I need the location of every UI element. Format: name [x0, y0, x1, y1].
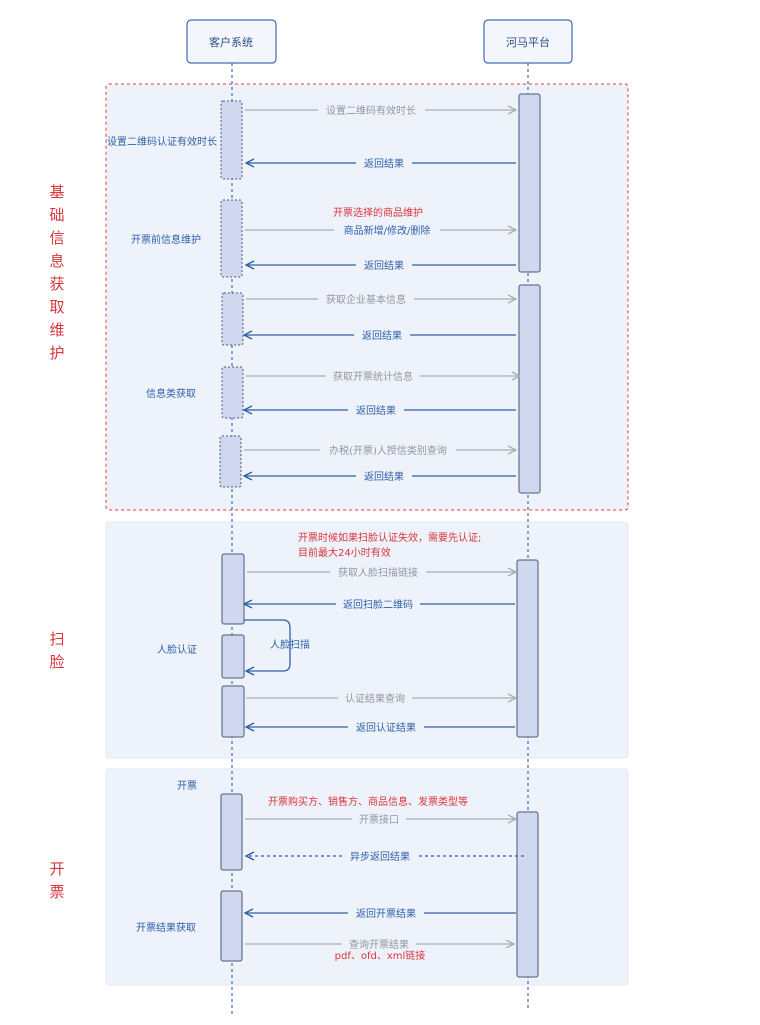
side-label-info-fetch: 信息类获取: [146, 387, 196, 400]
message-label-return-result: 返回结果: [364, 259, 404, 272]
activation-box: [220, 890, 243, 962]
activation-box: [516, 811, 539, 978]
activation-box: [221, 634, 245, 679]
note-face-auth-line2: 目前最大24小时有效: [298, 546, 391, 559]
svg-text:脸: 脸: [49, 653, 64, 671]
svg-text:维: 维: [49, 321, 64, 339]
message-label-invoice-api: 开票接口: [359, 813, 399, 826]
message-label-get-invoice-stats: 获取开票统计信息: [333, 370, 413, 383]
activation-box: [220, 793, 243, 871]
message-arrow-self-loop: [244, 619, 291, 671]
activation-box: [516, 559, 539, 738]
message-label-get-company-info: 获取企业基本信息: [326, 293, 406, 306]
section-title-face-scan: 扫 脸: [49, 630, 64, 671]
svg-text:票: 票: [49, 883, 64, 901]
message-label-return-invoice-result: 返回开票结果: [356, 907, 416, 920]
activation-box: [220, 199, 243, 278]
message-label-face-scan: 人脸扫描: [270, 638, 310, 651]
actor-hema-platform: 河马平台: [483, 19, 573, 64]
note-face-auth-line1: 开票时候如果扫脸认证失效，需要先认证;: [298, 531, 481, 544]
activation-box: [518, 284, 541, 494]
note-goods-maintenance: 开票选择的商品维护: [333, 206, 423, 219]
svg-text:获: 获: [49, 275, 64, 293]
message-label-return-face-qr: 返回扫脸二维码: [343, 598, 413, 611]
side-label-face-auth: 人脸认证: [157, 643, 197, 656]
activation-box: [221, 685, 245, 738]
message-label-taxpayer-credit-query: 办税(开票)人授信类别查询: [329, 444, 447, 457]
activation-box: [221, 292, 244, 346]
svg-text:息: 息: [49, 252, 64, 270]
message-label-async-result: 异步返回结果: [350, 850, 410, 863]
message-label-goods-crud: 商品新增/修改/删除: [344, 224, 431, 237]
message-label-query-invoice-result: 查询开票结果: [349, 938, 409, 951]
platform-activations: [516, 93, 541, 978]
side-label-qr-duration: 设置二维码认证有效时长: [107, 135, 217, 148]
message-label-set-qr-duration: 设置二维码有效时长: [326, 104, 416, 117]
svg-text:开: 开: [49, 860, 64, 878]
message-label-return-result: 返回结果: [364, 470, 404, 483]
activation-box: [221, 366, 244, 419]
message-label-return-result: 返回结果: [362, 329, 402, 342]
side-label-invoice: 开票: [177, 780, 197, 792]
section-title-basic-info: 基 础 信 息 获 取 维 护: [49, 183, 64, 362]
actor-customer-system-label: 客户系统: [209, 35, 253, 49]
message-label-return-auth-result: 返回认证结果: [356, 721, 416, 734]
message-label-return-result: 返回结果: [364, 157, 404, 170]
svg-text:护: 护: [49, 344, 64, 362]
customer-activations: [219, 100, 245, 962]
activation-box: [220, 100, 243, 180]
section-title-invoice: 开 票: [49, 860, 64, 901]
activation-box: [221, 553, 245, 625]
activation-box: [219, 435, 242, 488]
side-label-goods-maintenance: 开票前信息维护: [131, 233, 201, 246]
note-invoice-content: 开票购买方、销售方、商品信息、发票类型等: [268, 795, 468, 808]
svg-text:信: 信: [49, 229, 64, 247]
actor-hema-platform-label: 河马平台: [506, 35, 550, 49]
message-labels: 设置二维码有效时长 返回结果 商品新增/修改/删除 返回结果 获取企业基本信息 …: [270, 104, 447, 951]
activation-box: [518, 93, 541, 273]
message-arrows: [244, 110, 524, 944]
message-label-auth-result-query: 认证结果查询: [345, 692, 405, 705]
svg-text:扫: 扫: [49, 630, 64, 648]
svg-text:基: 基: [49, 183, 64, 201]
svg-text:取: 取: [49, 298, 64, 316]
note-result-links: pdf、ofd、xml链接: [335, 949, 426, 962]
message-label-return-result: 返回结果: [356, 404, 396, 417]
svg-text:础: 础: [49, 206, 64, 224]
message-label-get-face-scan-link: 获取人脸扫描链接: [338, 566, 418, 579]
actor-customer-system: 客户系统: [186, 19, 277, 64]
side-label-invoice-result: 开票结果获取: [136, 921, 196, 934]
